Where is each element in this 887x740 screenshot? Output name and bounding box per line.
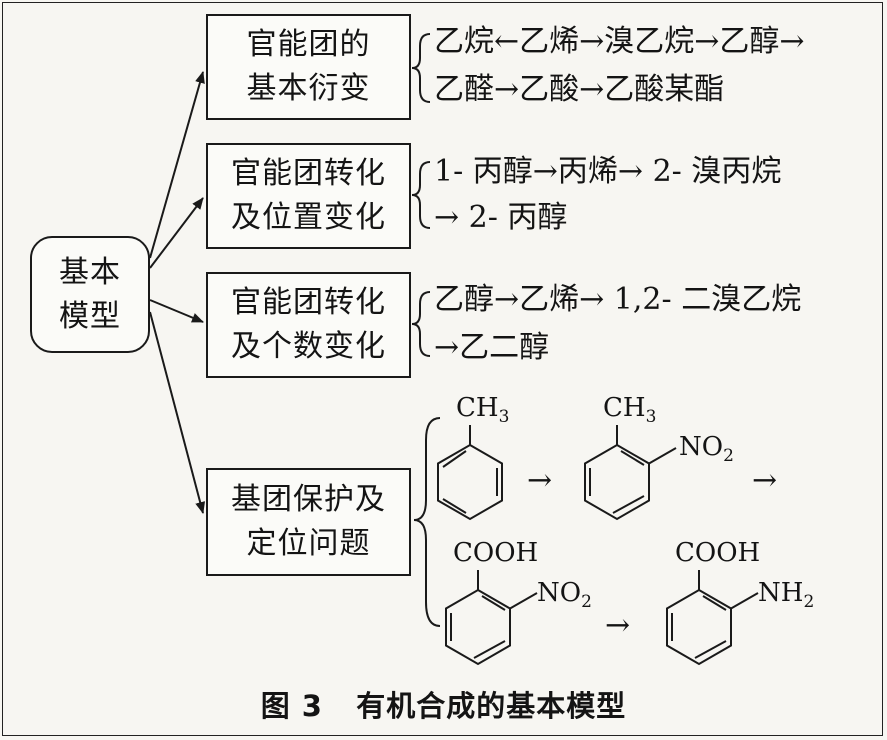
root-label-line-1: 基本 [59, 254, 121, 290]
sequence-3-line-1: 乙醇→乙烯→ 1,2- 二溴乙烷 [434, 282, 802, 317]
figure-caption: 图 3 有机合成的基本模型 [260, 689, 627, 723]
branch-node-functional-group-evolution: 官能团的 基本衍变 [206, 14, 411, 120]
branch-2-label-line-1: 官能团转化 [231, 156, 386, 191]
branch-1-label-line-2: 基本衍变 [246, 71, 371, 106]
nitrotoluene-no2-label: NO2 [679, 432, 734, 466]
sequence-1-line-1: 乙烷←乙烯→溴乙烷→乙醇→ [434, 24, 805, 59]
brace-3 [411, 291, 431, 357]
branch-3-label-line-2: 及个数变化 [231, 329, 386, 364]
brace-2 [411, 161, 431, 229]
root-node-basic-model: 基本 模型 [30, 236, 150, 353]
sequence-2-line-1: 1- 丙醇→丙烯→ 2- 溴丙烷 [434, 154, 782, 189]
anthranilic-cooh-label: COOH [675, 538, 761, 568]
sequence-1-line-2: 乙醛→乙酸→乙酸某酯 [434, 72, 725, 107]
branch-node-count-change: 官能团转化 及个数变化 [206, 272, 411, 378]
reaction-arrow-1: → [527, 463, 553, 498]
benzene-ring-nitrotoluene [584, 425, 677, 521]
branch-1-label-line-1: 官能团的 [246, 27, 371, 62]
benzene-ring-nitrobenzoic-acid [445, 570, 538, 666]
nitrobenzoic-cooh-label: COOH [453, 538, 539, 568]
toluene-ch3-label: CH3 [456, 393, 510, 427]
arrow-to-branch-4 [149, 311, 206, 514]
arrow-to-branch-2 [149, 197, 204, 269]
sequence-3-line-2: →乙二醇 [434, 330, 550, 365]
reaction-arrow-3: → [605, 608, 631, 643]
branch-node-group-protection: 基团保护及 定位问题 [206, 468, 411, 576]
branch-4-label-line-1: 基团保护及 [231, 482, 386, 517]
branch-3-label-line-1: 官能团转化 [231, 285, 386, 320]
anthranilic-nh2-label: NH2 [758, 578, 815, 612]
branch-node-position-change: 官能团转化 及位置变化 [206, 143, 411, 249]
brace-1 [411, 33, 431, 103]
branch-2-label-line-2: 及位置变化 [231, 200, 386, 235]
arrow-to-branch-1 [149, 71, 205, 259]
nitrobenzoic-no2-label: NO2 [537, 578, 592, 612]
brace-4 [413, 417, 441, 627]
arrow-to-branch-3 [149, 299, 204, 323]
nitrotoluene-ch3-label: CH3 [603, 393, 657, 427]
sequence-2-line-2: → 2- 丙醇 [434, 200, 568, 235]
benzene-ring-anthranilic-acid [666, 570, 759, 666]
benzene-ring-toluene [437, 425, 503, 521]
branch-4-label-line-2: 定位问题 [246, 526, 371, 561]
reaction-arrow-2: → [752, 463, 778, 498]
root-label-line-2: 模型 [59, 298, 121, 334]
